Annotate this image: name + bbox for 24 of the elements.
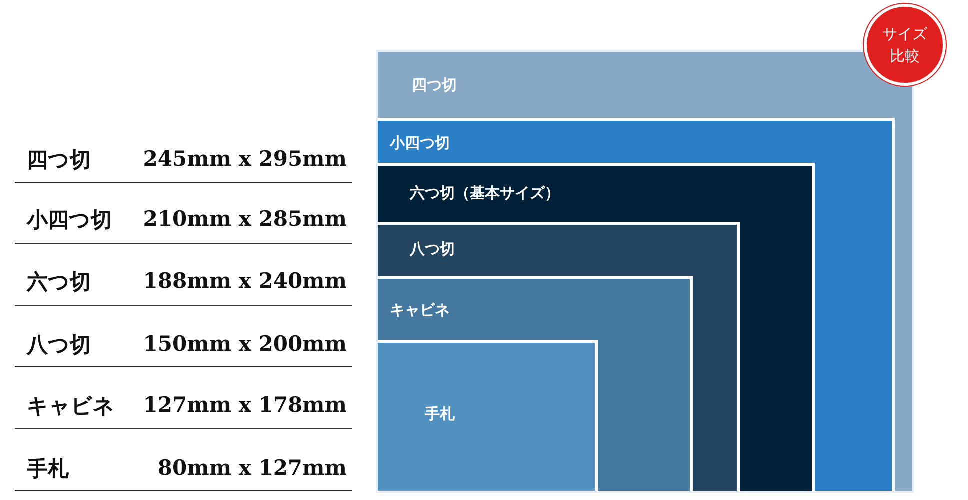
size-rectangle bbox=[378, 118, 895, 491]
size-value: 80mm x 127mm bbox=[158, 455, 347, 480]
size-name: 四つ切 bbox=[27, 146, 91, 174]
size-value: 210mm x 285mm bbox=[143, 206, 347, 231]
size-name: キャビネ bbox=[27, 392, 115, 420]
size-label: 六つ切（基本サイズ） bbox=[410, 184, 560, 203]
size-label: 手札 bbox=[425, 405, 455, 424]
size-label: 四つ切 bbox=[412, 76, 457, 95]
size-label: 小四つ切 bbox=[390, 134, 450, 153]
size-rectangle bbox=[378, 276, 693, 491]
size-label: キャビネ bbox=[390, 301, 450, 320]
size-name: 手札 bbox=[27, 455, 69, 483]
size-value: 245mm x 295mm bbox=[143, 146, 347, 171]
size-value: 150mm x 200mm bbox=[143, 331, 347, 356]
size-label: 八つ切 bbox=[410, 240, 455, 259]
size-name: 小四つ切 bbox=[27, 206, 112, 234]
size-value: 188mm x 240mm bbox=[143, 268, 347, 293]
size-name: 六つ切 bbox=[27, 268, 91, 296]
badge-text: サイズ比較 bbox=[882, 24, 928, 67]
size-rectangle bbox=[378, 340, 598, 491]
size-value: 127mm x 178mm bbox=[143, 392, 347, 417]
size-rectangle bbox=[378, 222, 740, 491]
size-name: 八つ切 bbox=[27, 331, 91, 359]
size-rectangle bbox=[378, 163, 815, 491]
